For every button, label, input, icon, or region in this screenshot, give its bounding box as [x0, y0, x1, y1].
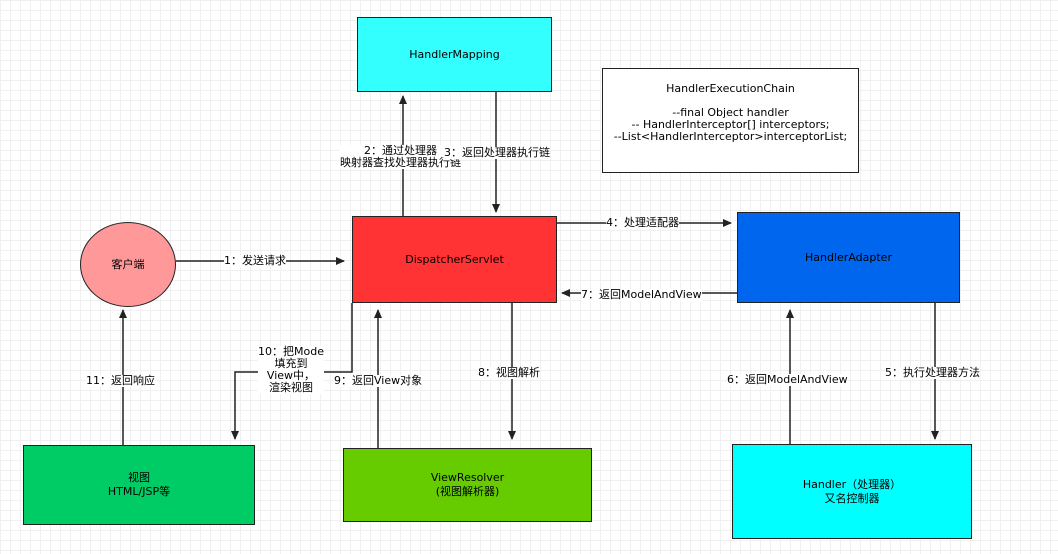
edge-5-label: 5：执行处理器方法: [885, 366, 980, 379]
info-line-interceptor-list: --List<HandlerInterceptor>interceptorLis…: [613, 130, 848, 143]
edge-2-label: 2：通过处理器 映射器查找处理器执行链: [340, 144, 461, 169]
edge-6-label: 6：返回ModelAndView: [727, 373, 848, 386]
edge-10-label: 10：把Mode 填充到 View中， 渲染视图: [258, 345, 324, 394]
edge-7-label: 7：返回ModelAndView: [581, 288, 702, 301]
edge-4-label: 4：处理适配器: [606, 216, 679, 229]
handler-execution-chain-box: HandlerExecutionChain --final Object han…: [602, 68, 859, 173]
edge-3-label: 3：返回处理器执行链: [444, 146, 550, 159]
edge-1-label: 1：发送请求: [224, 254, 286, 267]
dispatcher-servlet-node: DispatcherServlet: [352, 216, 557, 303]
info-title: HandlerExecutionChain: [666, 82, 795, 95]
edge-9-label: 9：返回View对象: [334, 374, 423, 387]
info-line-handler: --final Object handler: [672, 106, 789, 119]
edge-11-label: 11：返回响应: [86, 374, 155, 387]
edge-8-label: 8：视图解析: [478, 366, 540, 379]
view-node: 视图 HTML/JSP等: [23, 445, 255, 525]
info-line-interceptors: -- HandlerInterceptor[] interceptors;: [631, 118, 830, 131]
handler-mapping-node: HandlerMapping: [357, 17, 552, 92]
handler-adapter-node: HandlerAdapter: [737, 212, 960, 303]
handler-node: Handler（处理器） 又名控制器: [732, 444, 972, 539]
view-resolver-node: ViewResolver (视图解析器): [343, 448, 592, 522]
client-node: 客户端: [80, 222, 176, 307]
